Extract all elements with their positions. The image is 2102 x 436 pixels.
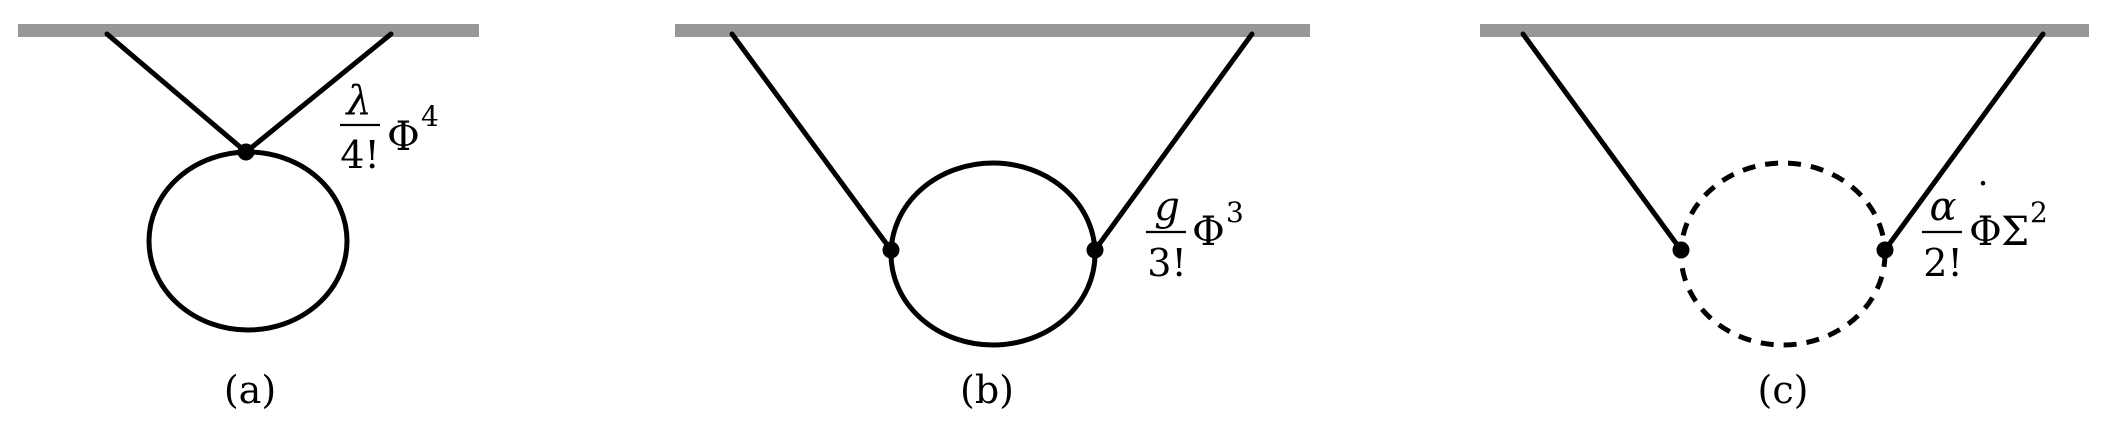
vertex-left-c: [1672, 241, 1690, 259]
vertex-right-b: [1086, 241, 1104, 259]
field-power-a: 4: [421, 100, 439, 133]
caption-a: (a): [224, 368, 276, 412]
field-symbol-b: Φ: [1192, 209, 1225, 255]
external-leg-left-a: [104, 31, 249, 155]
external-leg-left-c: [1520, 31, 1684, 253]
coupling-label-c: α 2! ˙ Φ Σ 2: [1922, 176, 2048, 285]
external-leg-left-b: [729, 31, 894, 253]
external-leg-right-a: [243, 31, 394, 155]
panel-a: λ 4! Φ 4 (a): [18, 24, 479, 412]
loop-a: [146, 149, 350, 333]
field-power-b: 3: [1226, 196, 1244, 229]
external-leg-right-c: [1882, 31, 2046, 253]
field-symbol-c: Φ: [1969, 209, 2002, 255]
vertex-right-c: [1876, 241, 1894, 259]
vertex-a: [237, 143, 255, 161]
caption-b: (b): [960, 368, 1014, 412]
panel-b: g 3! Φ 3 (b): [675, 24, 1310, 412]
external-leg-right-b: [1092, 31, 1255, 253]
coupling-denominator-b: 3!: [1147, 241, 1186, 285]
coupling-denominator-c: 2!: [1923, 241, 1962, 285]
vertex-left-b: [882, 241, 900, 259]
loop-b: [888, 160, 1098, 348]
field2-symbol-c: Σ: [2001, 209, 2029, 255]
field-dot-accent-c: ˙: [1973, 176, 1993, 222]
coupling-denominator-a: 4!: [340, 133, 379, 177]
coupling-label-b: g 3! Φ 3: [1146, 184, 1244, 285]
field-power-c: 2: [2030, 196, 2048, 229]
coupling-numerator-a: λ: [344, 78, 371, 124]
field-symbol-a: Φ: [387, 114, 420, 160]
boundary-bar-a: [18, 24, 479, 37]
boundary-bar-c: [1480, 24, 2089, 37]
coupling-numerator-b: g: [1154, 184, 1180, 230]
panel-c: α 2! ˙ Φ Σ 2 (c): [1480, 24, 2089, 412]
boundary-bar-b: [675, 24, 1310, 37]
caption-c: (c): [1758, 368, 1809, 412]
dashed-loop-c: [1678, 160, 1888, 348]
coupling-label-a: λ 4! Φ 4: [340, 78, 439, 177]
coupling-numerator-c: α: [1929, 184, 1956, 230]
